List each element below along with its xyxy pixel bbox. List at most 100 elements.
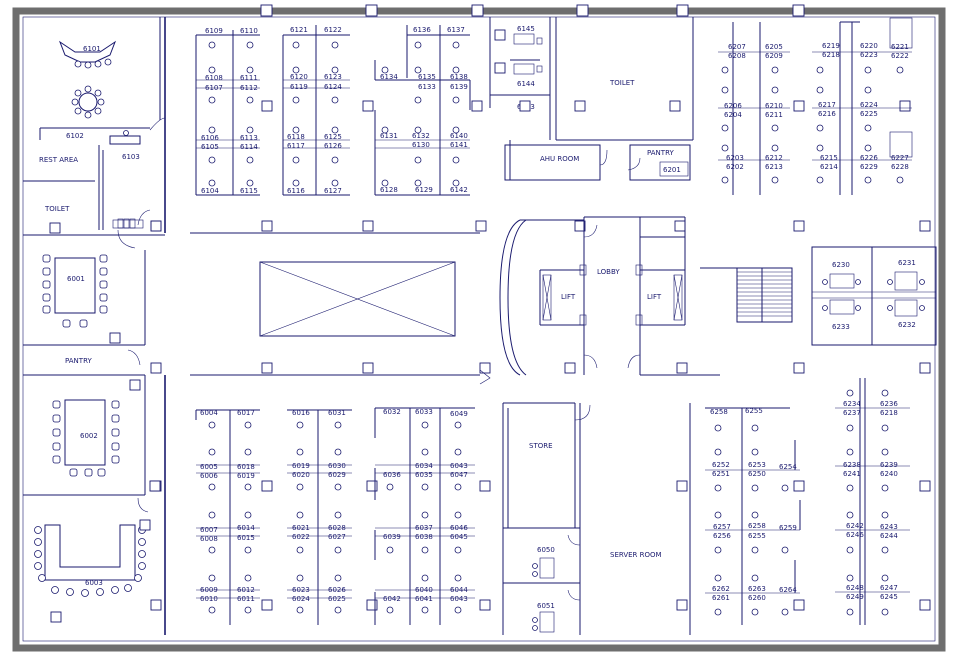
ws-6042: 6042 [383, 595, 401, 603]
label-toilet-left: TOILET [44, 205, 70, 213]
label-6101: 6101 [83, 45, 101, 53]
ws-6037: 6037 [415, 524, 433, 532]
workstation-cluster-g: 6016 6031 6019 6030 6020 6029 6021 6028 … [287, 409, 352, 625]
ws-6246: 6246 [846, 531, 864, 539]
staircase [700, 267, 793, 323]
corridor [190, 232, 720, 385]
ws-6254: 6254 [779, 463, 797, 471]
ws-6047: 6047 [450, 471, 468, 479]
label-lift-left: LIFT [561, 293, 576, 301]
ws-6033: 6033 [415, 408, 433, 416]
ws-6023: 6023 [292, 586, 310, 594]
ws-6139: 6139 [450, 83, 468, 91]
label-rest-area: REST AREA [39, 156, 78, 164]
ws-6020: 6020 [292, 471, 310, 479]
label-6102: 6102 [66, 132, 84, 140]
ws-6142: 6142 [450, 186, 468, 194]
ws-6243: 6243 [880, 523, 898, 531]
ws-6028: 6028 [328, 524, 346, 532]
ws-6126: 6126 [324, 142, 342, 150]
ws-6004: 6004 [200, 409, 218, 417]
ws-6225: 6225 [860, 110, 878, 118]
ws-6227: 6227 [891, 154, 909, 162]
ws-6260: 6260 [748, 594, 766, 602]
ws-6209: 6209 [765, 52, 783, 60]
ws-6117: 6117 [287, 142, 305, 150]
label-store: STORE [529, 442, 553, 450]
ws-6224: 6224 [860, 101, 878, 109]
ws-6116: 6116 [287, 187, 305, 195]
core-lobby-lifts: LOBBY LIFT LIFT [499, 216, 686, 376]
ws-6111: 6111 [240, 74, 258, 82]
ws-6249: 6249 [846, 593, 864, 601]
ws-6244: 6244 [880, 532, 898, 540]
workstation-cluster-i: 6258 6255 6252 6253 6254 6251 6250 6257 … [705, 407, 801, 625]
ws-6250: 6250 [748, 470, 766, 478]
ws-6241: 6241 [843, 470, 861, 478]
workstation-cluster-h: 6032 6033 6049 6034 6043 6035 6036 6047 … [374, 407, 475, 625]
ws-6025: 6025 [328, 595, 346, 603]
ws-6128: 6128 [380, 186, 398, 194]
ws-6124: 6124 [324, 83, 342, 91]
room-6002: 6002 [52, 379, 161, 492]
ws-6046: 6046 [450, 524, 468, 532]
ws-6133: 6133 [418, 83, 436, 91]
ws-6206: 6206 [724, 102, 742, 110]
ws-6205: 6205 [765, 43, 783, 51]
ws-6234: 6234 [843, 400, 861, 408]
ws-6237: 6237 [843, 409, 861, 417]
workstation-cluster-j: 6234 6236 6237 6218 6238 6239 6241 6240 … [835, 378, 910, 625]
label-6230: 6230 [832, 261, 850, 269]
ws-6218: 6218 [822, 51, 840, 59]
ws-6034: 6034 [415, 462, 433, 470]
ws-6038: 6038 [415, 533, 433, 541]
ws-6134: 6134 [380, 73, 398, 81]
ws-6012: 6012 [237, 586, 255, 594]
label-pantry-left: PANTRY [65, 357, 92, 365]
ws-6135: 6135 [418, 73, 436, 81]
label-lift-right: LIFT [647, 293, 662, 301]
ws-6132: 6132 [412, 132, 430, 140]
label-toilet-top: TOILET [609, 79, 635, 87]
ws-6248: 6248 [846, 584, 864, 592]
ws-6030: 6030 [328, 462, 346, 470]
ws-6105: 6105 [201, 143, 219, 151]
ws-6129: 6129 [415, 186, 433, 194]
ws-6239: 6239 [880, 461, 898, 469]
ws-6026: 6026 [328, 586, 346, 594]
ws-6031: 6031 [328, 409, 346, 417]
ws-6210: 6210 [765, 102, 783, 110]
ws-6041: 6041 [415, 595, 433, 603]
workstation-cluster-f: 6004 6017 6005 6018 6006 6019 6007 6014 … [195, 409, 260, 625]
ws-6019: 6019 [237, 472, 255, 480]
ws-6021: 6021 [292, 524, 310, 532]
ws-6253: 6253 [748, 461, 766, 469]
ws-6032: 6032 [383, 408, 401, 416]
ws-6131: 6131 [380, 132, 398, 140]
store-server-rooms: STORE 6050 6051 SERVER ROOM [502, 402, 691, 635]
ws-6106: 6106 [201, 134, 219, 142]
ws-6019b: 6019 [292, 462, 310, 470]
ws-6204: 6204 [724, 111, 742, 119]
ws-6140: 6140 [450, 132, 468, 140]
ws-6220: 6220 [860, 42, 878, 50]
ws-6110: 6110 [240, 27, 258, 35]
ws-6016: 6016 [292, 409, 310, 417]
ws-6121: 6121 [290, 26, 308, 34]
label-lobby: LOBBY [597, 268, 620, 276]
ws-6010: 6010 [200, 595, 218, 603]
ws-6264: 6264 [779, 586, 797, 594]
ws-6043b: 6043 [450, 595, 468, 603]
ws-6122: 6122 [324, 26, 342, 34]
room-6001: 6001 [42, 222, 121, 344]
ws-6137: 6137 [447, 26, 465, 34]
ws-6114: 6114 [240, 143, 258, 151]
ws-6259: 6259 [779, 524, 797, 532]
ws-6018: 6018 [237, 463, 255, 471]
ws-6045: 6045 [450, 533, 468, 541]
ws-6104: 6104 [201, 187, 219, 195]
ws-6221: 6221 [891, 43, 909, 51]
ws-6017: 6017 [237, 409, 255, 417]
ws-6120: 6120 [290, 73, 308, 81]
label-server-room: SERVER ROOM [610, 551, 662, 559]
